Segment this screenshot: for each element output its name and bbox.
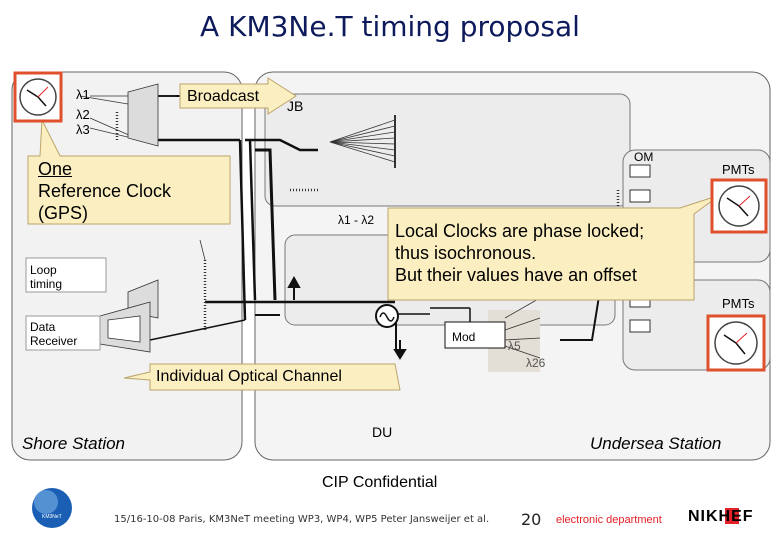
lambda-26-label: λ26 — [526, 356, 546, 370]
lambda-2-label: λ2 — [76, 107, 90, 122]
local-clocks-callout — [387, 194, 721, 301]
local-clocks-text: Local Clocks are phase locked; thus isoc… — [395, 220, 644, 286]
page-title: A KM3Ne.T timing proposal — [200, 10, 580, 43]
lambda-5-label: λ5 — [508, 339, 521, 353]
reference-clock-line-2: Reference Clock — [38, 181, 172, 201]
km3net-logo-text: KM3NeT — [42, 514, 62, 520]
data-receiver-label: Data Receiver — [30, 320, 78, 348]
timing-arrows — [287, 275, 407, 360]
km3net-logo — [32, 488, 72, 528]
nikhef-logo-mark — [725, 508, 739, 524]
loop-timing-label: Loop timing — [30, 263, 63, 291]
om-bottom-clock — [706, 314, 766, 372]
om-label: OM — [634, 150, 654, 164]
jb-fan — [329, 115, 396, 168]
nikhef-logo: NIKHEF — [688, 508, 754, 525]
data-receiver-box — [25, 315, 101, 351]
department-label: electronic department — [556, 514, 662, 526]
loop-timing-box — [25, 257, 107, 293]
lambda-range-label: λ1 - λ2 — [338, 213, 375, 227]
jb-box — [264, 93, 631, 207]
lambda-3-label: λ3 — [76, 122, 90, 137]
dotted-markers — [290, 188, 620, 210]
pmts-bottom-label: PMTs — [722, 296, 755, 311]
broadcast-arrow — [179, 77, 297, 115]
reference-clock-callout — [27, 118, 231, 225]
mod-block — [444, 321, 506, 349]
optical-channel-text: Individual Optical Channel — [156, 368, 342, 385]
local-clocks-line-3: But their values have an offset — [395, 265, 637, 285]
pmts-top-label: PMTs — [722, 162, 755, 177]
lambda-1-label: λ1 — [76, 87, 90, 102]
fibre-lines — [140, 95, 656, 350]
du-label: DU — [372, 424, 393, 440]
broadcast-label: Broadcast — [187, 88, 260, 105]
om-top-clock — [710, 178, 768, 234]
undersea-station-label: Undersea Station — [590, 434, 722, 453]
mod-label: Mod — [452, 330, 476, 344]
local-clocks-line-1: Local Clocks are phase locked; — [395, 221, 645, 241]
jb-label: JB — [287, 98, 304, 114]
reference-clock-text: One Reference Clock (GPS) — [38, 158, 171, 224]
local-clocks-line-2: thus isochronous. — [395, 243, 537, 263]
shore-station-label: Shore Station — [22, 434, 126, 453]
page-number: 20 — [521, 510, 542, 529]
shore-clock — [13, 71, 63, 123]
reference-clock-line-3: (GPS) — [38, 203, 89, 223]
reference-clock-line-1: One — [38, 159, 73, 179]
shore-fan — [79, 83, 207, 353]
meeting-info: 15/16-10-08 Paris, KM3NeT meeting WP3, W… — [114, 514, 490, 525]
optical-channel-callout — [123, 363, 401, 391]
confidential-label: CIP Confidential — [322, 474, 438, 491]
